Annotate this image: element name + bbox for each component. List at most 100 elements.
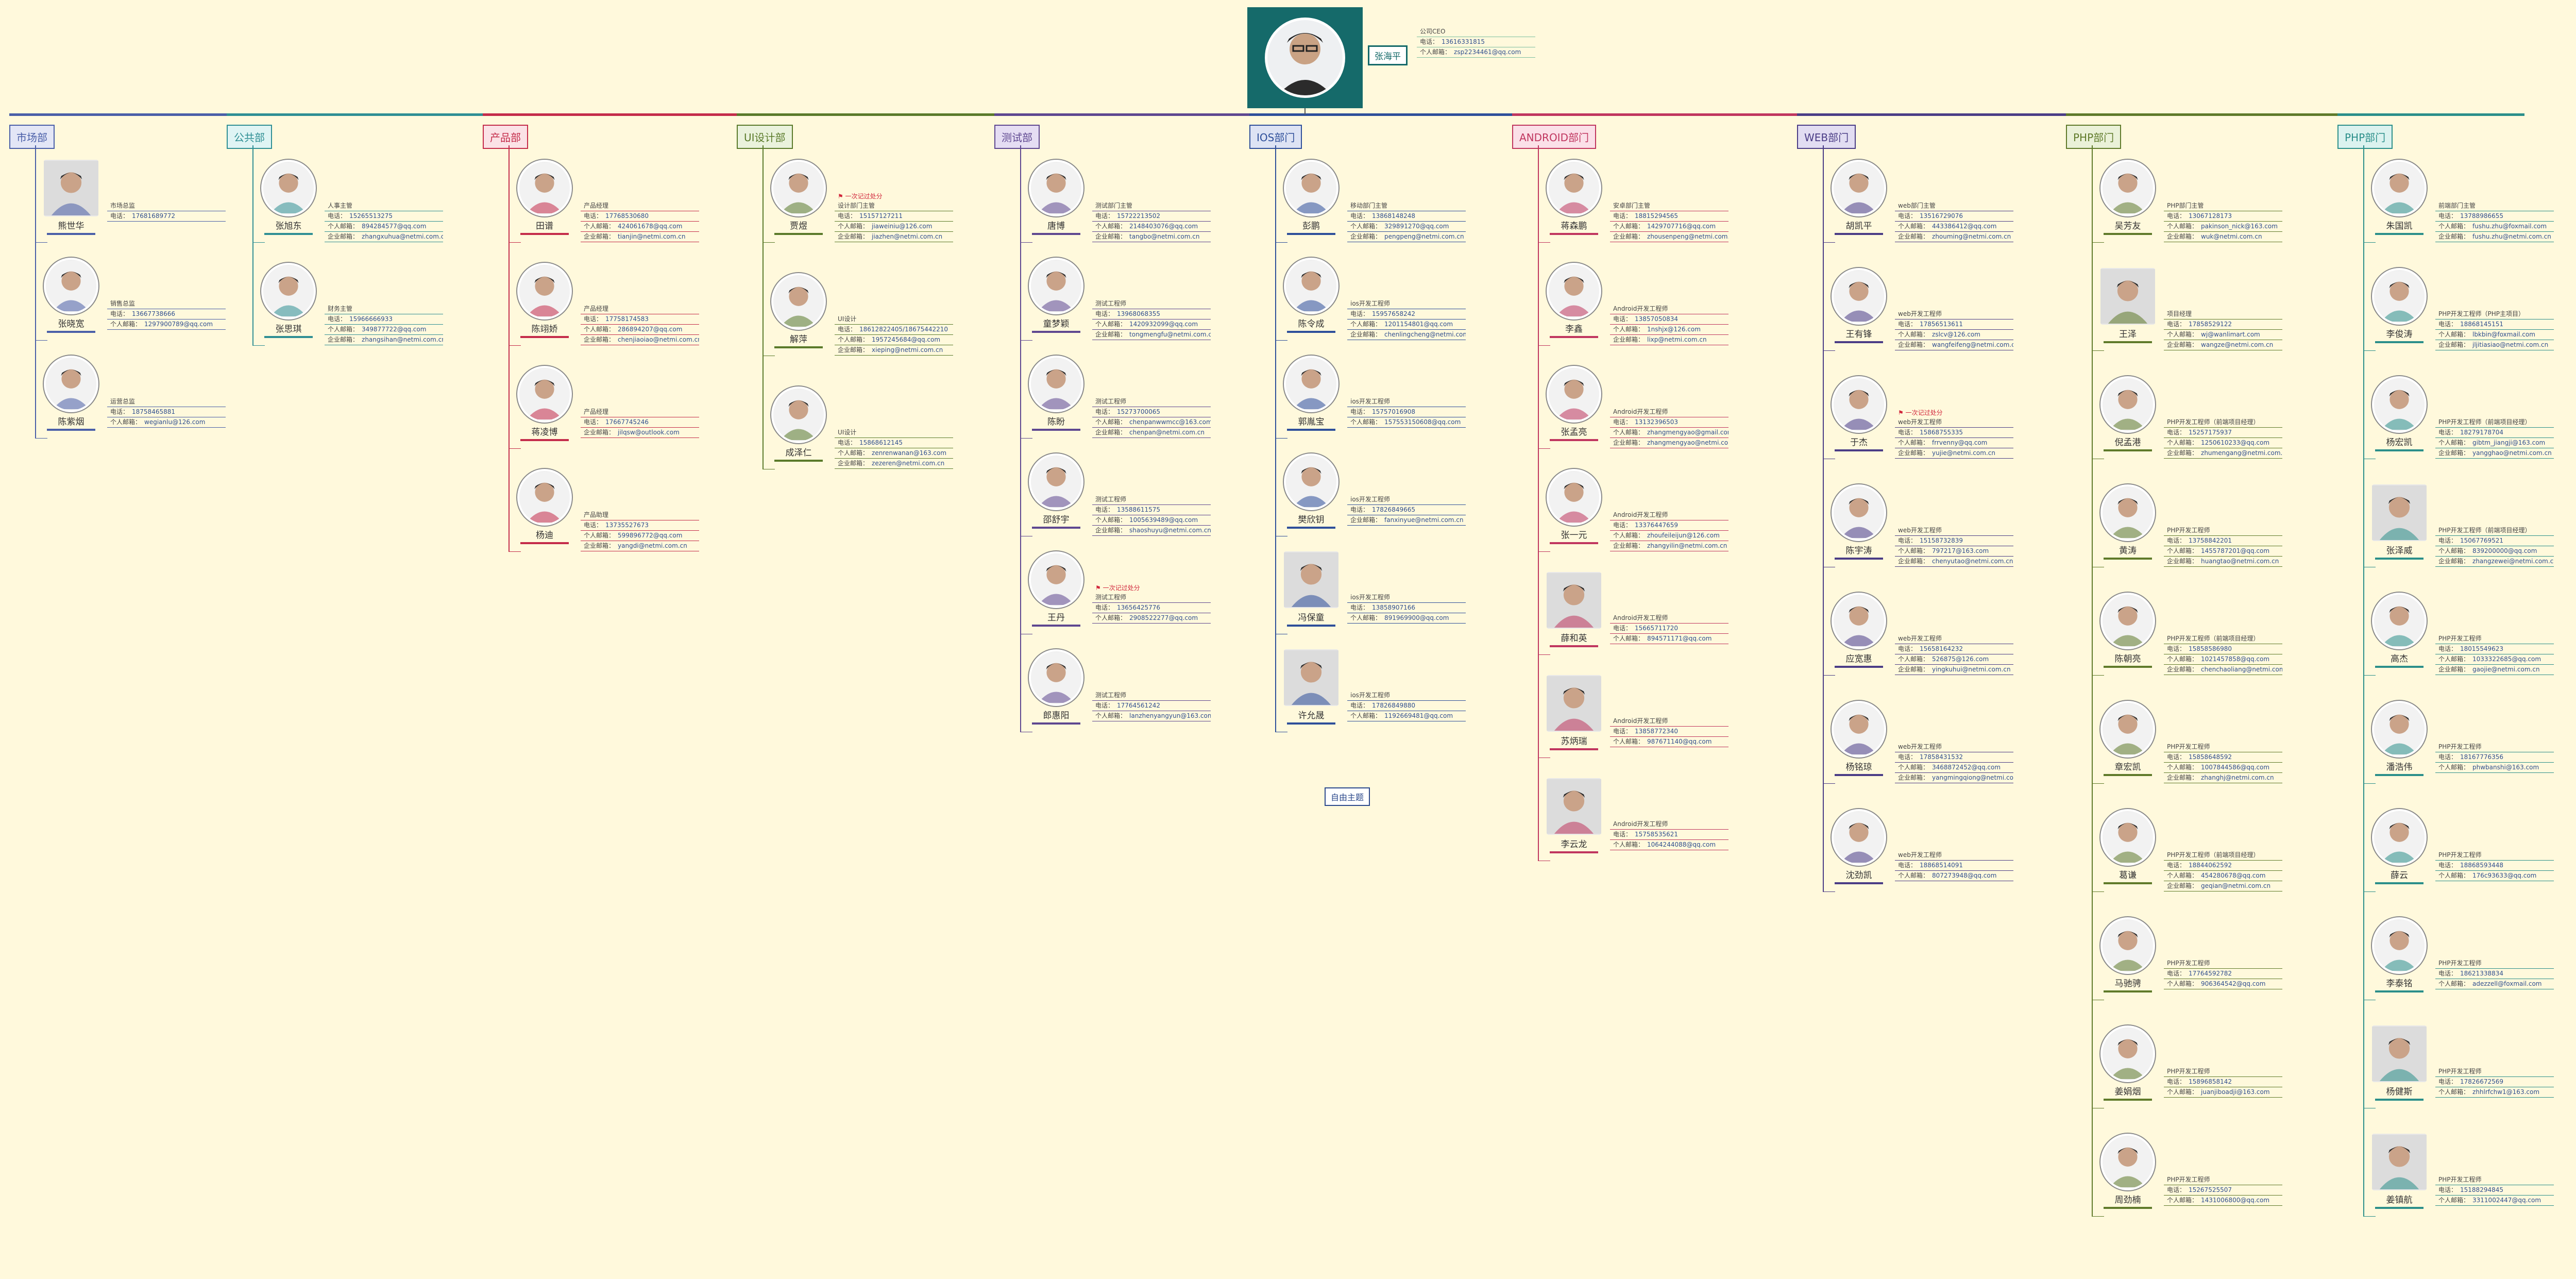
field-value[interactable]: 3468872452@qq.com (1932, 764, 2001, 771)
field-value[interactable]: 176c93633@qq.com (2472, 872, 2537, 879)
person-name[interactable]: 潘浩伟 (2386, 762, 2413, 772)
person-card[interactable]: 李泰铭 (2371, 917, 2428, 992)
field-value[interactable]: wangze@netmi.com.cn (2201, 341, 2274, 348)
field-value[interactable]: 2908522277@qq.com (1129, 614, 1198, 621)
avatar[interactable] (1029, 160, 1083, 216)
person-card[interactable]: 薛和英 (1546, 572, 1602, 647)
person-name[interactable]: 李鑫 (1565, 324, 1583, 334)
person-name[interactable]: 杨健斯 (2386, 1087, 2413, 1097)
person-card[interactable]: 张一元 (1546, 469, 1602, 544)
person-name[interactable]: 薛和英 (1561, 633, 1587, 644)
avatar[interactable] (1029, 258, 1083, 314)
field-value[interactable]: tongmengfu@netmi.com.cn (1129, 331, 1211, 338)
person-card[interactable]: 成泽仁 (770, 386, 827, 462)
person-card[interactable]: 王有锋 (1831, 268, 1887, 343)
field-value[interactable]: zslcv@126.com (1932, 331, 1980, 338)
avatar[interactable] (517, 469, 572, 526)
field-value[interactable]: yingkuhui@netmi.com.cn (1932, 666, 2011, 673)
field-value[interactable]: 1007844586@qq.com (2201, 764, 2270, 771)
avatar[interactable] (1029, 649, 1083, 706)
avatar[interactable] (1547, 366, 1601, 423)
person-name[interactable]: 贾煜 (790, 221, 807, 231)
person-name[interactable]: 高杰 (2391, 654, 2408, 664)
person-card[interactable]: 郭胤宝 (1283, 356, 1340, 431)
avatar[interactable] (2100, 701, 2155, 758)
avatar[interactable] (1284, 453, 1338, 510)
person-name[interactable]: 蒋凌博 (531, 427, 558, 437)
field-value[interactable]: zhangsihan@netmi.com.cn (362, 336, 443, 343)
person-name[interactable]: 王有锋 (1845, 329, 1872, 340)
field-value[interactable]: zenrenwanan@163.com (872, 449, 947, 457)
person-name[interactable]: 倪孟港 (2114, 437, 2141, 448)
person-card[interactable]: 张晓宽 (43, 258, 99, 333)
person-card[interactable]: 杨宏凯 (2371, 376, 2428, 451)
avatar[interactable] (1547, 160, 1601, 216)
field-value[interactable]: pengpeng@netmi.com.cn (1384, 233, 1464, 240)
field-value[interactable]: adezzell@foxmail.com (2472, 980, 2542, 987)
field-value[interactable]: tianjin@netmi.com.cn (618, 233, 686, 240)
person-name[interactable]: 杨铭琼 (1845, 762, 1872, 772)
avatar[interactable] (2100, 160, 2155, 216)
person-name[interactable]: 张孟亮 (1561, 427, 1587, 437)
field-value[interactable]: 1201154801@qq.com (1384, 321, 1453, 328)
field-value[interactable]: 987671140@qq.com (1647, 738, 1712, 745)
avatar[interactable] (2100, 268, 2155, 325)
person-card[interactable]: 许允晟 (1283, 649, 1340, 725)
avatar[interactable] (1284, 551, 1338, 608)
avatar[interactable] (1832, 268, 1886, 325)
person-name[interactable]: 姜镇航 (2386, 1195, 2413, 1205)
dept-public[interactable]: 公共部 (227, 125, 272, 149)
person-name[interactable]: 张泽威 (2386, 546, 2413, 556)
avatar[interactable] (1547, 675, 1601, 732)
person-card[interactable]: 王泽 (2099, 268, 2156, 343)
person-card[interactable]: 朱国凯 (2371, 160, 2428, 235)
person-card[interactable]: 郎惠阳 (1028, 649, 1084, 725)
person-card[interactable]: 熊世华 (43, 160, 99, 235)
person-name[interactable]: 彭鹏 (1302, 221, 1320, 231)
person-card[interactable]: 张泽威 (2371, 484, 2428, 560)
field-value[interactable]: yujie@netmi.com.cn (1932, 449, 1995, 457)
dept-php1[interactable]: PHP部门 (2066, 125, 2122, 149)
field-value[interactable]: fushu.zhu@foxmail.com (2472, 223, 2547, 230)
avatar[interactable] (2372, 917, 2427, 974)
person-card[interactable]: 胡凯平 (1831, 160, 1887, 235)
avatar[interactable] (771, 386, 826, 443)
person-name[interactable]: 樊欣钥 (1298, 515, 1325, 525)
field-value[interactable]: geqian@netmi.com.cn (2201, 882, 2271, 889)
field-value[interactable]: jiaweiniu@126.com (872, 223, 933, 230)
field-value[interactable]: wegianlu@126.com (144, 418, 206, 426)
person-name[interactable]: 张晓宽 (58, 319, 84, 329)
field-value[interactable]: zhouming@netmi.com.cn (1932, 233, 2011, 240)
person-card[interactable]: 陈令成 (1283, 258, 1340, 333)
dept-web[interactable]: WEB部门 (1797, 125, 1856, 149)
person-card[interactable]: 潘浩伟 (2371, 701, 2428, 776)
avatar[interactable] (1832, 160, 1886, 216)
person-name[interactable]: 李泰铭 (2386, 979, 2413, 989)
field-value[interactable]: chenchaoliang@netmi.com.cn (2201, 666, 2282, 673)
person-name[interactable]: 于杰 (1850, 437, 1868, 448)
field-value[interactable]: pakinson_nick@163.com (2201, 223, 2278, 230)
avatar[interactable] (2372, 809, 2427, 866)
field-value[interactable]: wuk@netmi.com.cn (2201, 233, 2262, 240)
field-value[interactable]: huangtao@netmi.com.cn (2201, 558, 2279, 565)
avatar[interactable] (2100, 593, 2155, 649)
person-name[interactable]: 胡凯平 (1845, 221, 1872, 231)
avatar[interactable] (1547, 263, 1601, 319)
person-name[interactable]: 陈盼 (1047, 417, 1065, 427)
person-name[interactable]: 张思琪 (275, 324, 302, 334)
person-name[interactable]: 许允晟 (1298, 711, 1325, 721)
field-value[interactable]: zhhlrfchw1@163.com (2472, 1088, 2540, 1096)
field-value[interactable]: chenyutao@netmi.com.cn (1932, 558, 2013, 565)
avatar[interactable] (771, 160, 826, 216)
field-value[interactable]: 1250610233@qq.com (2201, 439, 2270, 446)
field-value[interactable]: chenpan@netmi.com.cn (1129, 429, 1205, 436)
field-value[interactable]: jljitiasiao@netmi.com.cn (2472, 341, 2549, 348)
field-value[interactable]: 424061678@qq.com (618, 223, 683, 230)
person-name[interactable]: 苏炳瑞 (1561, 736, 1587, 747)
field-value[interactable]: 807273948@qq.com (1932, 872, 1997, 879)
person-card[interactable]: 姜娟烟 (2099, 1025, 2156, 1101)
field-value[interactable]: xieping@netmi.com.cn (872, 346, 943, 354)
field-value[interactable]: 1957245684@qq.com (872, 336, 941, 343)
person-card[interactable]: 薛云 (2371, 809, 2428, 884)
person-card[interactable]: 唐博 (1028, 160, 1084, 235)
